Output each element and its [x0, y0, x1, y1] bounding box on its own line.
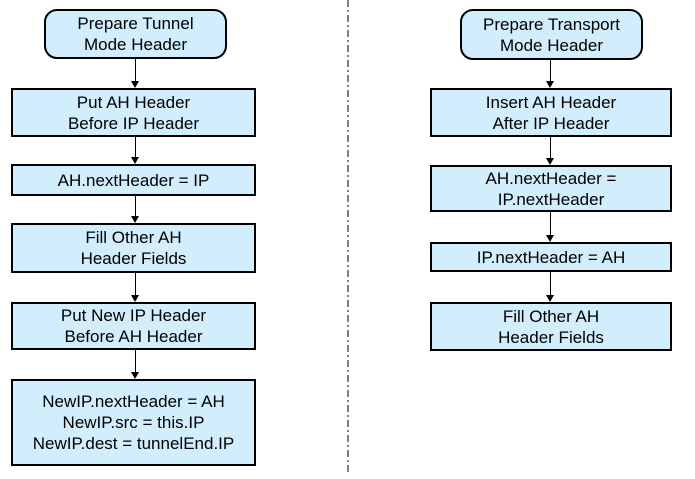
node-label: Put AH Header Before IP Header [67, 92, 200, 133]
arrow-down-icon [546, 272, 555, 302]
flow-node-put-ah-header-before-ip: Put AH Header Before IP Header [11, 88, 256, 137]
node-label: Fill Other AH Header Fields [80, 228, 187, 268]
node-label: Fill Other AH Header Fields [498, 306, 604, 347]
arrow-down-icon [131, 273, 140, 302]
node-label: Prepare Tunnel Mode Header [77, 14, 194, 54]
arrow-down-icon [546, 137, 555, 165]
flow-node-prepare-transport-mode-header: Prepare Transport Mode Header [460, 9, 643, 60]
flow-node-prepare-tunnel-mode-header: Prepare Tunnel Mode Header [44, 9, 227, 59]
arrow-down-icon [131, 59, 140, 88]
flow-node-ah-nextheader-equals-ip-nextheader: AH.nextHeader = IP.nextHeader [430, 165, 672, 212]
node-label: IP.nextHeader = AH [476, 247, 626, 267]
node-label: Put New IP Header Before AH Header [60, 306, 207, 346]
arrow-down-icon [546, 60, 555, 88]
flow-node-fill-other-ah-fields-tunnel: Fill Other AH Header Fields [11, 223, 256, 273]
arrow-down-icon [131, 137, 140, 164]
node-label: Prepare Transport Mode Header [482, 14, 620, 55]
flow-node-ip-nextheader-equals-ah: IP.nextHeader = AH [430, 242, 672, 272]
column-divider [347, 0, 349, 474]
node-label: Insert AH Header After IP Header [485, 92, 617, 133]
flow-node-fill-other-ah-fields-transport: Fill Other AH Header Fields [430, 302, 672, 351]
arrow-down-icon [131, 196, 140, 223]
flow-node-insert-ah-header-after-ip: Insert AH Header After IP Header [430, 88, 672, 137]
node-label: NewIP.nextHeader = AH NewIP.src = this.I… [32, 392, 235, 453]
node-label: AH.nextHeader = IP [57, 170, 210, 190]
flow-node-put-new-ip-header-before-ah: Put New IP Header Before AH Header [11, 302, 256, 350]
arrow-down-icon [131, 350, 140, 379]
arrow-down-icon [546, 212, 555, 242]
flow-node-newip-assignments: NewIP.nextHeader = AH NewIP.src = this.I… [11, 379, 256, 466]
node-label: AH.nextHeader = IP.nextHeader [485, 168, 617, 209]
flow-node-ah-nextheader-equals-ip: AH.nextHeader = IP [11, 164, 256, 196]
